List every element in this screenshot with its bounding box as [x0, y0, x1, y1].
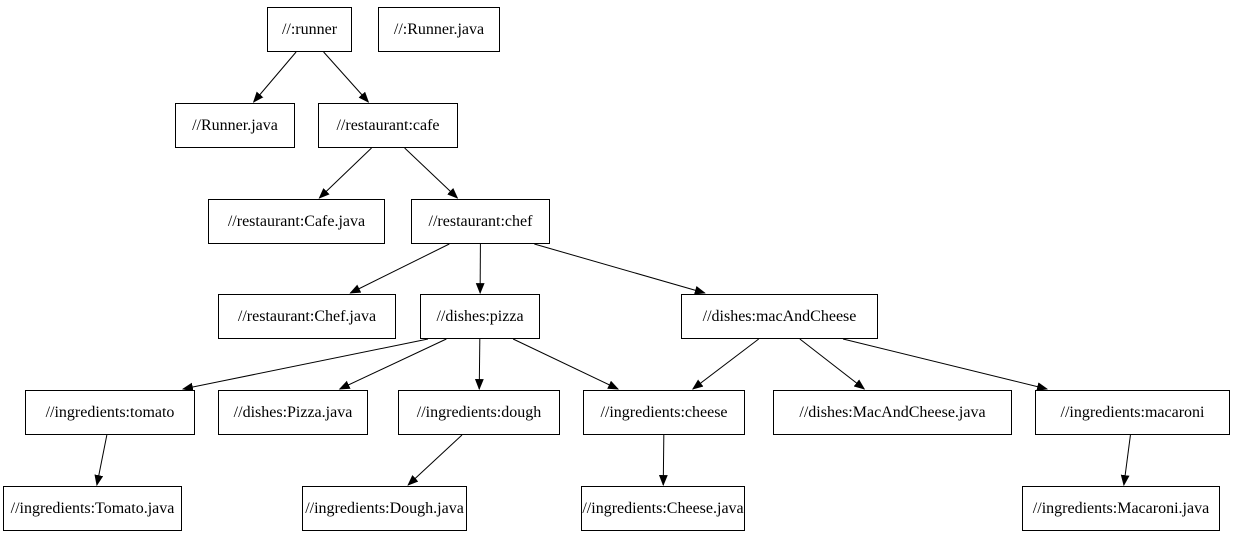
graph-node-mac-and-cheese-java: //dishes:MacAndCheese.java — [773, 390, 1012, 435]
graph-node-label: //dishes:Pizza.java — [233, 403, 353, 421]
edge-cafe-to-cafe-java — [318, 147, 372, 199]
graph-node-label: //ingredients:Cheese.java — [582, 499, 744, 517]
graph-node-chef-java: //restaurant:Chef.java — [218, 294, 396, 339]
edge-macaroni-to-macaroni-java — [1120, 434, 1131, 487]
graph-node-label: //Runner.java — [192, 116, 278, 134]
graph-node-label: //dishes:MacAndCheese.java — [799, 403, 986, 421]
graph-node-label: //ingredients:macaroni — [1060, 403, 1205, 421]
graph-node-label: //restaurant:chef — [428, 212, 533, 230]
edge-chef-to-chef-java — [349, 243, 450, 294]
graph-node-dough: //ingredients:dough — [398, 390, 560, 435]
graph-node-tomato-java: //ingredients:Tomato.java — [3, 486, 182, 531]
graph-node-label: //restaurant:Chef.java — [237, 307, 377, 325]
graph-node-mac-and-cheese: //dishes:macAndCheese — [681, 294, 878, 339]
graph-node-pizza: //dishes:pizza — [420, 294, 540, 339]
edge-pizza-to-cheese — [512, 338, 619, 390]
graph-node-tomato: //ingredients:tomato — [25, 390, 195, 435]
edge-dough-to-dough-java — [407, 434, 463, 486]
graph-node-runner-java-src: //:Runner.java — [378, 7, 500, 52]
edge-pizza-to-pizza-java — [338, 338, 447, 390]
edge-cheese-to-cheese-java — [658, 434, 668, 487]
edge-mac-and-cheese-to-macaroni — [842, 338, 1049, 391]
edge-tomato-to-tomato-java — [94, 434, 108, 487]
graph-node-label: //ingredients:dough — [416, 403, 542, 421]
edge-pizza-to-dough — [474, 338, 484, 391]
graph-node-label: //restaurant:cafe — [336, 116, 440, 134]
graph-node-label: //:Runner.java — [393, 20, 485, 38]
edge-mac-and-cheese-to-mac-and-cheese-java — [799, 338, 866, 390]
graph-node-pizza-java: //dishes:Pizza.java — [218, 390, 368, 435]
edge-pizza-to-tomato — [181, 338, 429, 392]
graph-node-label: //restaurant:Cafe.java — [227, 212, 366, 230]
edge-runner-to-cafe — [323, 51, 370, 103]
edge-mac-and-cheese-to-cheese — [691, 338, 760, 390]
graph-node-macaroni-java: //ingredients:Macaroni.java — [1022, 486, 1220, 531]
graph-node-cafe: //restaurant:cafe — [318, 103, 458, 148]
edge-cafe-to-chef — [404, 147, 459, 199]
graph-node-label: //:runner — [281, 20, 338, 38]
edge-chef-to-mac-and-cheese — [534, 243, 706, 295]
graph-node-cheese: //ingredients:cheese — [583, 390, 745, 435]
graph-node-label: //ingredients:Dough.java — [305, 499, 464, 517]
graph-node-runner-java: //Runner.java — [175, 103, 295, 148]
graph-node-cheese-java: //ingredients:Cheese.java — [581, 486, 745, 531]
graph-node-label: //dishes:macAndCheese — [702, 307, 857, 325]
graph-node-dough-java: //ingredients:Dough.java — [302, 486, 467, 531]
graph-node-macaroni: //ingredients:macaroni — [1035, 390, 1230, 435]
graph-node-label: //ingredients:cheese — [600, 403, 728, 421]
graph-node-chef: //restaurant:chef — [411, 199, 550, 244]
edge-runner-to-runner-java — [252, 51, 297, 103]
graph-node-label: //ingredients:Macaroni.java — [1032, 499, 1210, 517]
graph-node-label: //ingredients:tomato — [45, 403, 175, 421]
graph-node-cafe-java: //restaurant:Cafe.java — [208, 199, 385, 244]
graph-node-runner: //:runner — [267, 7, 352, 52]
graph-node-label: //ingredients:Tomato.java — [10, 499, 175, 517]
graph-node-label: //dishes:pizza — [436, 307, 524, 325]
